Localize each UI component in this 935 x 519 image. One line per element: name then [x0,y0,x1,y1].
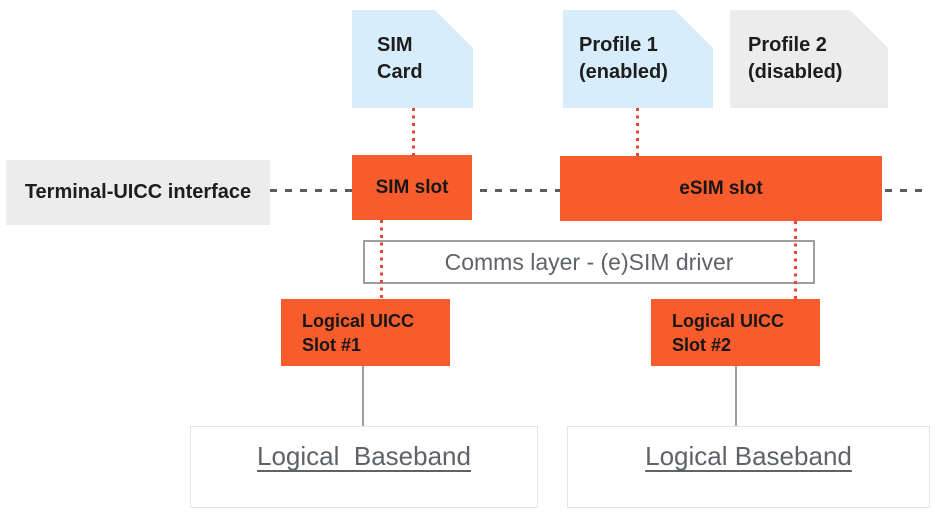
sim-card-label-line1: SIM [377,34,413,56]
profile-1-label-line2: (enabled) [579,61,668,83]
sim-card-label-line2: Card [377,61,423,83]
logical-uicc-slot-1-node: Logical UICC Slot #1 [281,299,450,366]
profile-2-disabled-node: Profile 2 (disabled) [730,10,888,108]
logical-baseband-right-node: Logical Baseband [567,426,930,508]
uicc-slot-2-label-line1: Logical UICC [672,310,785,331]
sim-card-node: SIM Card [352,10,473,108]
logical-uicc-slot-2-node: Logical UICC Slot #2 [651,299,820,366]
sim-slot-node: SIM slot [352,155,472,220]
profile-2-label-line1: Profile 2 [748,34,827,56]
edge-simslot-to-uicc1 [380,220,383,299]
uicc-slot-2-label-line2: Slot #2 [672,334,732,355]
comms-layer-label: Comms layer - (e)SIM driver [444,248,734,275]
baseband-right-label: Logical Baseband [645,441,852,471]
esim-slot-node: eSIM slot [560,156,882,221]
sim-slot-label: SIM slot [375,176,449,198]
comms-layer-node: Comms layer - (e)SIM driver [363,240,815,284]
logical-baseband-left-node: Logical Baseband [190,426,538,508]
profile-2-label-line2: (disabled) [748,61,843,83]
uicc-slot-1-label-line1: Logical UICC [302,310,415,331]
edge-uicc2-to-baseband [735,366,737,426]
edge-simcard-to-simslot [412,108,415,156]
terminal-uicc-interface-text: Terminal-UICC interface [24,181,252,203]
uicc-slot-1-label-line2: Slot #1 [302,334,362,355]
terminal-uicc-interface-label: Terminal-UICC interface [6,160,270,225]
esim-slot-label: eSIM slot [679,177,763,199]
edge-esimslot-to-uicc2 [794,221,797,299]
baseband-left-label: Logical Baseband [257,441,471,471]
profile-1-label-line1: Profile 1 [579,34,658,56]
edge-uicc1-to-baseband [362,366,364,426]
profile-1-enabled-node: Profile 1 (enabled) [563,10,713,108]
edge-profile1-to-esimslot [636,108,639,156]
